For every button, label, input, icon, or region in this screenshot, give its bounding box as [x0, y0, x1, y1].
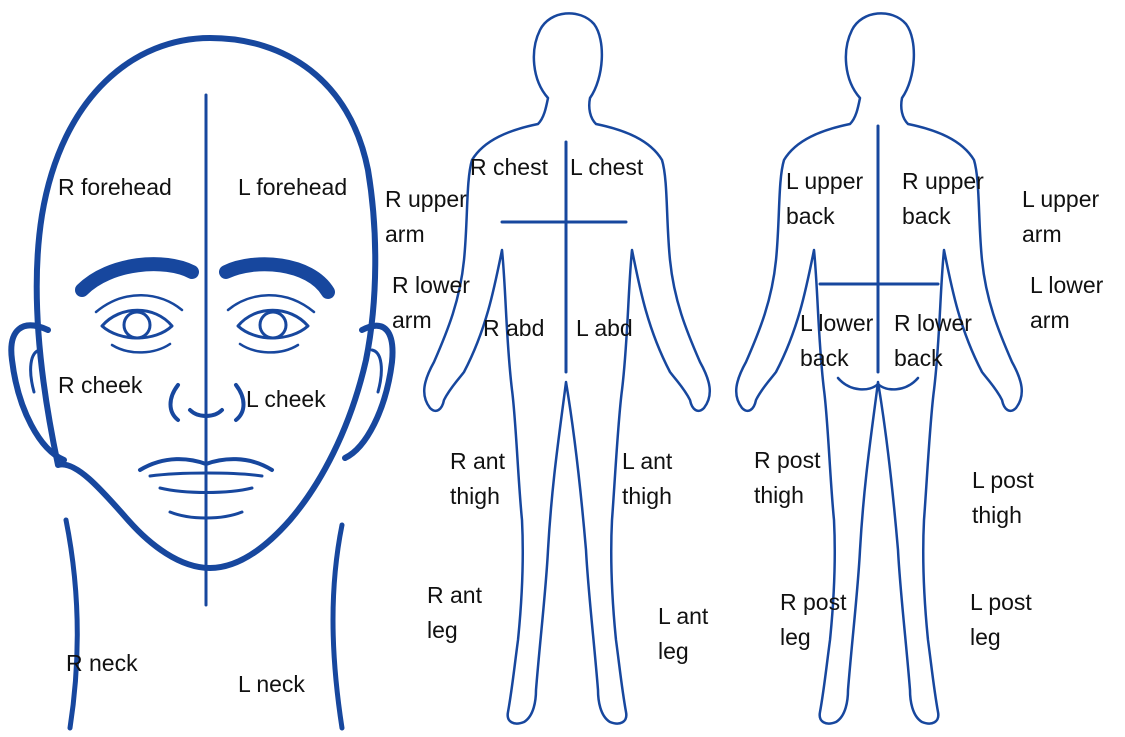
label-l-neck: L neck	[238, 667, 305, 702]
label-l-upper-arm: L upper arm	[1022, 182, 1099, 251]
label-l-cheek: L cheek	[246, 382, 326, 417]
label-r-lower-back: R lower back	[894, 306, 972, 375]
label-r-ant-leg: R ant leg	[427, 578, 482, 647]
label-r-chest: R chest	[470, 150, 548, 185]
label-l-forehead: L forehead	[238, 170, 347, 205]
label-r-ant-thigh: R ant thigh	[450, 444, 505, 513]
label-l-ant-leg: L ant leg	[658, 599, 708, 668]
label-l-post-leg: L post leg	[970, 585, 1032, 654]
label-r-upper-back: R upper back	[902, 164, 984, 233]
label-l-lower-back: L lower back	[800, 306, 873, 375]
label-r-lower-arm: R lower arm	[392, 268, 470, 337]
label-r-post-leg: R post leg	[780, 585, 846, 654]
label-r-cheek: R cheek	[58, 368, 142, 403]
label-r-neck: R neck	[66, 646, 138, 681]
label-l-ant-thigh: L ant thigh	[622, 444, 672, 513]
label-r-abd: R abd	[483, 311, 544, 346]
label-l-post-thigh: L post thigh	[972, 463, 1034, 532]
label-r-post-thigh: R post thigh	[754, 443, 820, 512]
label-l-abd: L abd	[576, 311, 633, 346]
label-l-chest: L chest	[570, 150, 643, 185]
label-l-lower-arm: L lower arm	[1030, 268, 1103, 337]
label-r-forehead: R forehead	[58, 170, 172, 205]
label-r-upper-arm: R upper arm	[385, 182, 467, 251]
label-l-upper-back: L upper back	[786, 164, 863, 233]
